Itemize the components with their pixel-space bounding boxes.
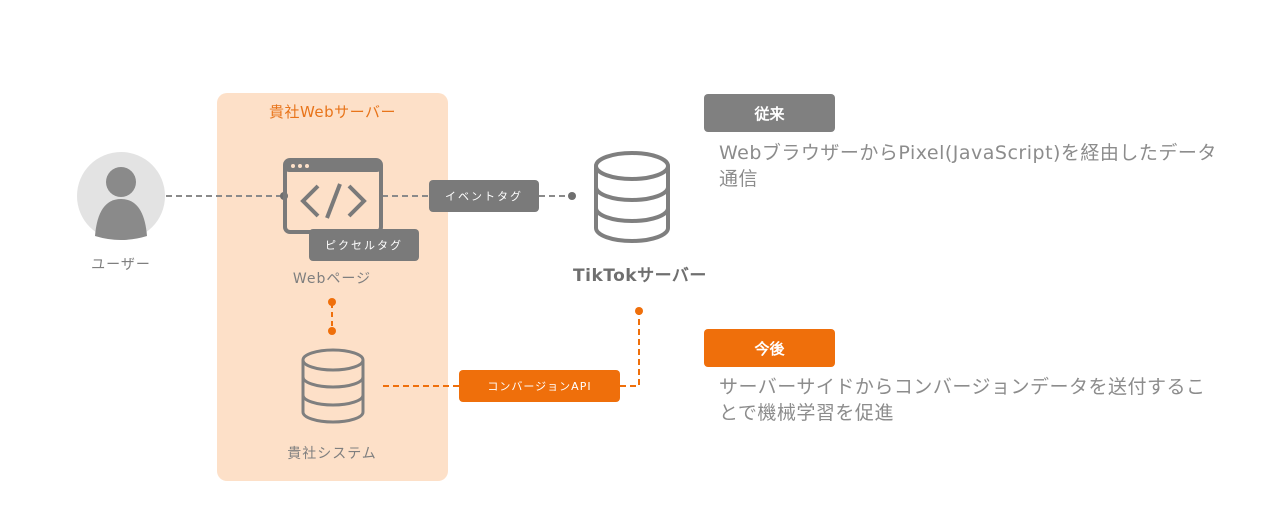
code-window-icon <box>283 158 383 234</box>
user-label: ユーザー <box>91 257 151 273</box>
company-web-server-title: 貴社Webサーバー <box>268 103 397 121</box>
connector-dot <box>635 307 643 315</box>
webpage-label: Webページ <box>292 271 372 287</box>
tiktok-server-label: TikTokサーバー <box>573 266 707 286</box>
company-system-database-icon <box>301 348 365 424</box>
conversion-api-label: コンバージョンAPI <box>459 370 620 402</box>
connector-dot <box>568 192 576 200</box>
api-tiktok-connector <box>620 312 640 387</box>
before-description: WebブラウザーからPixel(JavaScript)を経由したデータ通信 <box>719 142 1217 190</box>
tiktok-server-database-icon <box>594 151 670 243</box>
after-description: サーバーサイドからコンバージョンデータを送付することで機械学習を促進 <box>719 376 1206 424</box>
company-system-label: 貴社システム <box>287 446 377 462</box>
connector-dot <box>328 298 336 306</box>
event-tag-label: イベントタグ <box>429 180 539 212</box>
user-avatar-icon <box>77 152 165 240</box>
pixel-tag-label: ピクセルタグ <box>309 229 419 261</box>
after-badge: 今後 <box>704 329 835 367</box>
company-web-server-container <box>217 93 448 481</box>
connector-dot <box>328 327 336 335</box>
before-badge: 従来 <box>704 94 835 132</box>
